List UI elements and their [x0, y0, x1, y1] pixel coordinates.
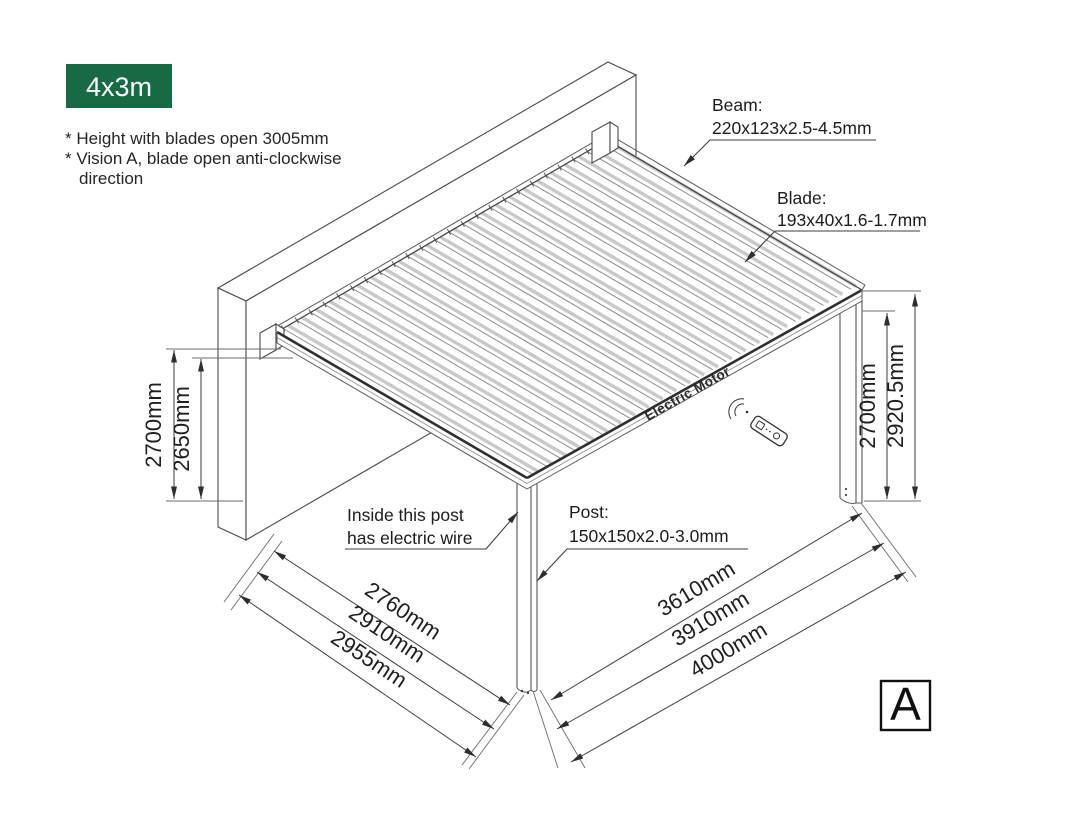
- beam-callout-spec: 220x123x2.5-4.5mm: [712, 118, 872, 138]
- post-callout-title: Post:: [569, 502, 609, 522]
- note-line-3: direction: [79, 169, 143, 188]
- note-line-1: * Height with blades open 3005mm: [65, 129, 329, 148]
- dim-text-post-height: 2700mm: [855, 363, 880, 449]
- callout-blade: Blade: 193x40x1.6-1.7mm: [744, 188, 927, 263]
- wall-bracket-top: [591, 121, 619, 164]
- callout-post: Post: 150x150x2.0-3.0mm: [536, 502, 748, 582]
- wire-callout-line2: has electric wire: [347, 528, 472, 548]
- note-line-2: * Vision A, blade open anti-clockwise: [65, 149, 342, 168]
- post-callout-spec: 150x150x2.0-3.0mm: [569, 526, 729, 546]
- size-badge-background: [66, 64, 172, 108]
- view-label: A: [890, 678, 921, 730]
- view-label-box: A: [879, 678, 932, 732]
- beam-callout-title: Beam:: [712, 95, 763, 115]
- wire-callout-line1: Inside this post: [347, 505, 464, 525]
- louver-blades: [280, 138, 858, 475]
- right-beam: [606, 134, 866, 291]
- size-badge-label: 4x3m: [86, 72, 152, 102]
- blade-callout-title: Blade:: [777, 188, 827, 208]
- dim-text-wall-height-inner: 2650mm: [169, 386, 194, 472]
- dim-text-overall-height: 2920.5mm: [883, 344, 908, 448]
- dim-line-4000: [570, 571, 907, 763]
- front-post: [516, 472, 538, 695]
- callout-electric-wire: Inside this post has electric wire: [345, 505, 519, 550]
- left-fascia-beam: [276, 330, 528, 490]
- callout-beam: Beam: 220x123x2.5-4.5mm: [683, 95, 876, 167]
- remote-control-icon: [728, 398, 788, 447]
- blade-callout-spec: 193x40x1.6-1.7mm: [777, 210, 927, 230]
- roof-panel: [277, 140, 862, 478]
- size-badge: 4x3m: [66, 64, 172, 108]
- notes: * Height with blades open 3005mm * Visio…: [65, 129, 342, 188]
- dim-line-2955: [238, 594, 477, 758]
- wall-end-face: [217, 287, 247, 541]
- back-beam: [274, 135, 608, 333]
- right-post: [839, 294, 863, 504]
- front-fascia-beam: [526, 288, 863, 490]
- dimension-lines: [171, 294, 918, 763]
- dim-text-wall-height-outer: 2700mm: [141, 382, 166, 468]
